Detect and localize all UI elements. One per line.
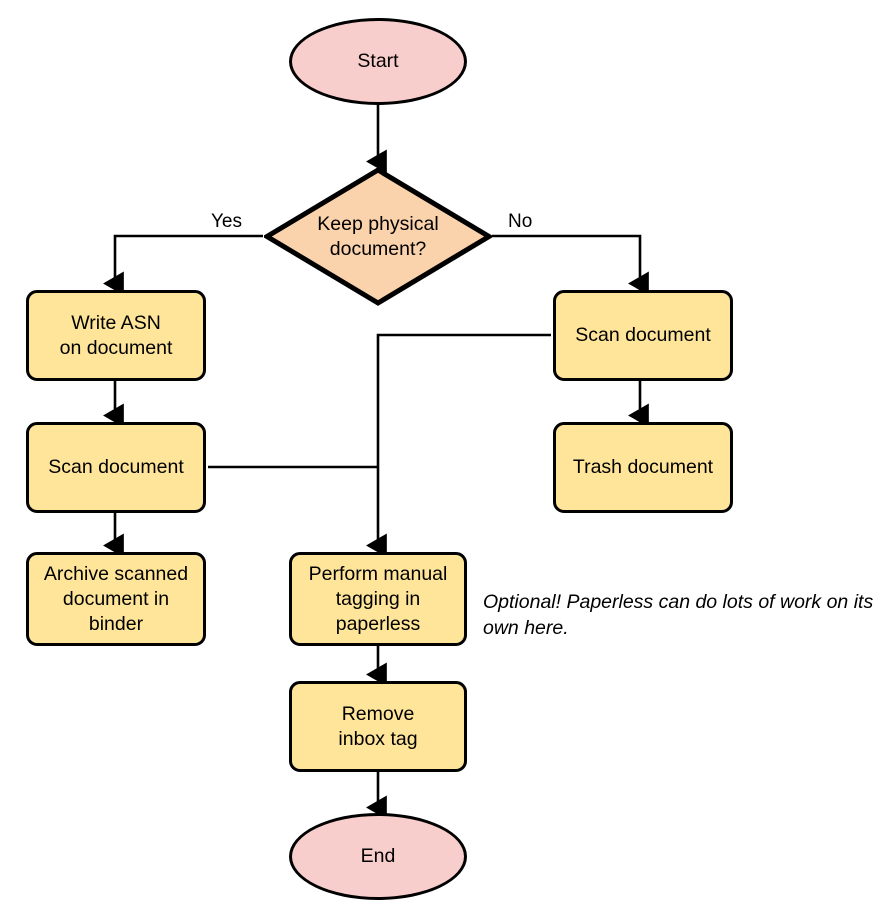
edge-label-no: No: [508, 211, 533, 232]
node-start[interactable]: Start: [289, 18, 467, 105]
node-perform-manual-tagging[interactable]: Perform manual tagging in paperless: [289, 552, 467, 646]
node-remove-inbox-tag[interactable]: Remove inbox tag: [289, 681, 467, 772]
edge-decision-yes: [103, 234, 263, 296]
node-scan-document-left-label: Scan document: [48, 456, 184, 478]
node-start-label: Start: [357, 50, 399, 72]
node-scan-document-right[interactable]: Scan document: [553, 290, 733, 381]
edge-decision-no: [492, 234, 649, 296]
node-trash-document-label: Trash document: [572, 456, 714, 478]
node-scan-document-left[interactable]: Scan document: [26, 422, 206, 513]
diamond-shape: [264, 167, 492, 306]
node-write-asn-label: Write ASN on document: [59, 311, 173, 359]
node-trash-document[interactable]: Trash document: [553, 422, 733, 513]
node-remove-inbox-tag-label: Remove inbox tag: [338, 702, 418, 750]
node-end-label: End: [360, 845, 396, 867]
node-end[interactable]: End: [289, 813, 467, 900]
node-archive-label: Archive scanned document in binder: [43, 562, 189, 635]
node-decision-label: Keep physical document?: [317, 212, 439, 260]
edge-scanright-to-tagging: [366, 333, 551, 558]
node-archive-scanned-document[interactable]: Archive scanned document in binder: [26, 552, 206, 646]
node-decision-keep-physical-document[interactable]: Keep physical document?: [264, 167, 492, 306]
node-write-asn-on-document[interactable]: Write ASN on document: [26, 290, 206, 381]
node-scan-document-right-label: Scan document: [575, 324, 711, 346]
node-perform-manual-tagging-label: Perform manual tagging in paperless: [308, 562, 448, 635]
edge-label-yes: Yes: [211, 211, 242, 232]
annotation-optional-note: Optional! Paperless can do lots of work …: [483, 591, 874, 639]
